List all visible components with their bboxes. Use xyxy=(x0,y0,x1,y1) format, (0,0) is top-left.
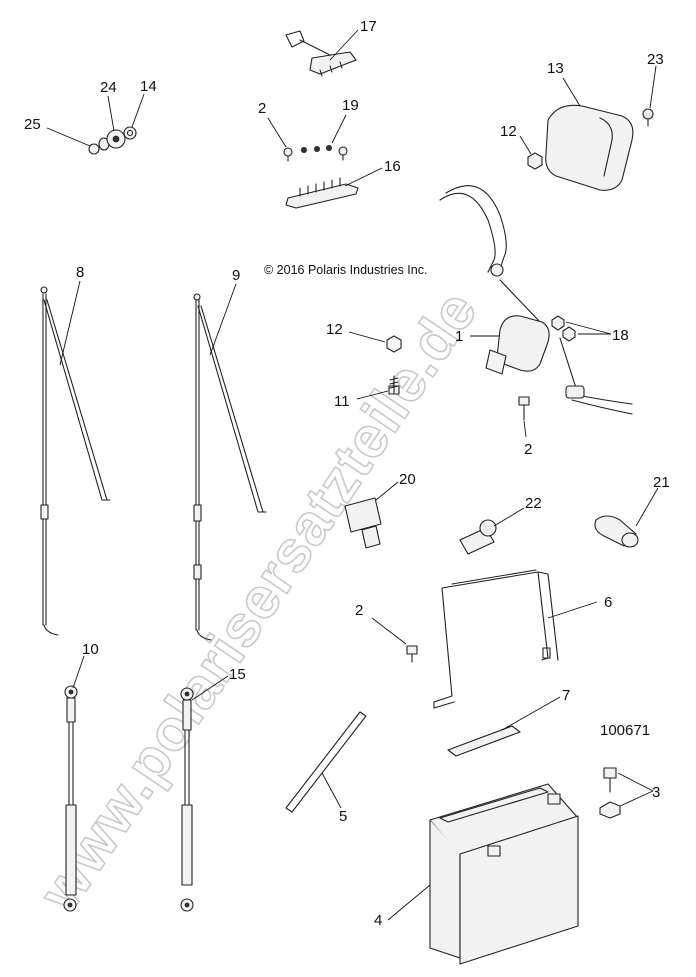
copyright-text: © 2016 Polaris Industries Inc. xyxy=(264,263,427,277)
callout-21: 21 xyxy=(653,474,670,491)
callout-11: 11 xyxy=(334,393,350,410)
callout-3: 3 xyxy=(652,784,660,801)
part-3-bolt-nut xyxy=(599,767,621,819)
part-2-bolt-middle xyxy=(518,396,530,421)
part-21-boot xyxy=(594,515,639,548)
callout-16: 16 xyxy=(384,158,401,175)
document-number: 100671 xyxy=(600,722,650,739)
callout-9: 9 xyxy=(232,267,240,284)
callout-12-upper: 12 xyxy=(500,123,517,140)
part-18-nuts xyxy=(551,315,576,342)
part-6-bracket xyxy=(433,569,559,709)
part-8-cable xyxy=(40,286,111,636)
part-15-cable xyxy=(180,687,194,912)
callout-17: 17 xyxy=(360,18,377,35)
callout-12-lower: 12 xyxy=(326,321,343,338)
part-22-boot xyxy=(459,519,497,555)
callout-4: 4 xyxy=(374,912,382,929)
callout-14: 14 xyxy=(140,78,157,95)
part-17-terminal-cover xyxy=(285,30,357,77)
callout-10: 10 xyxy=(82,641,99,658)
part-10-cable xyxy=(63,685,78,912)
part-20-boot xyxy=(344,497,382,549)
part-4-battery xyxy=(429,783,579,965)
callout-1: 1 xyxy=(455,328,463,345)
part-25-24-14-washers xyxy=(88,126,137,155)
callout-23: 23 xyxy=(647,51,664,68)
part-13-cover xyxy=(545,104,634,191)
part-9-cable xyxy=(193,293,267,641)
callout-18: 18 xyxy=(612,327,629,344)
callout-13: 13 xyxy=(547,60,564,77)
part-2-bolt-lower xyxy=(406,645,418,663)
callout-2-lower: 2 xyxy=(355,602,363,619)
callout-2-top: 2 xyxy=(258,100,266,117)
part-5-rod xyxy=(285,711,367,813)
part-19-nuts xyxy=(283,144,348,162)
callout-8: 8 xyxy=(76,264,84,281)
part-1-solenoid xyxy=(439,185,633,415)
callout-20: 20 xyxy=(399,471,416,488)
part-12-nut-lower xyxy=(386,335,402,353)
callout-7: 7 xyxy=(562,687,570,704)
callout-19: 19 xyxy=(342,97,359,114)
callout-15: 15 xyxy=(229,666,246,683)
callout-25: 25 xyxy=(24,116,41,133)
callout-5: 5 xyxy=(339,808,347,825)
part-23-screw xyxy=(642,108,654,127)
part-16-fuse-block xyxy=(285,177,359,209)
callout-2-middle: 2 xyxy=(524,441,532,458)
callout-22: 22 xyxy=(525,495,542,512)
callout-24: 24 xyxy=(100,79,117,96)
callout-6: 6 xyxy=(604,594,612,611)
part-11-bolt xyxy=(388,375,400,395)
watermark-text: www.polarisersatzteile.de xyxy=(26,279,490,923)
part-7-pad xyxy=(447,725,521,757)
part-12-nut-upper xyxy=(527,152,543,170)
